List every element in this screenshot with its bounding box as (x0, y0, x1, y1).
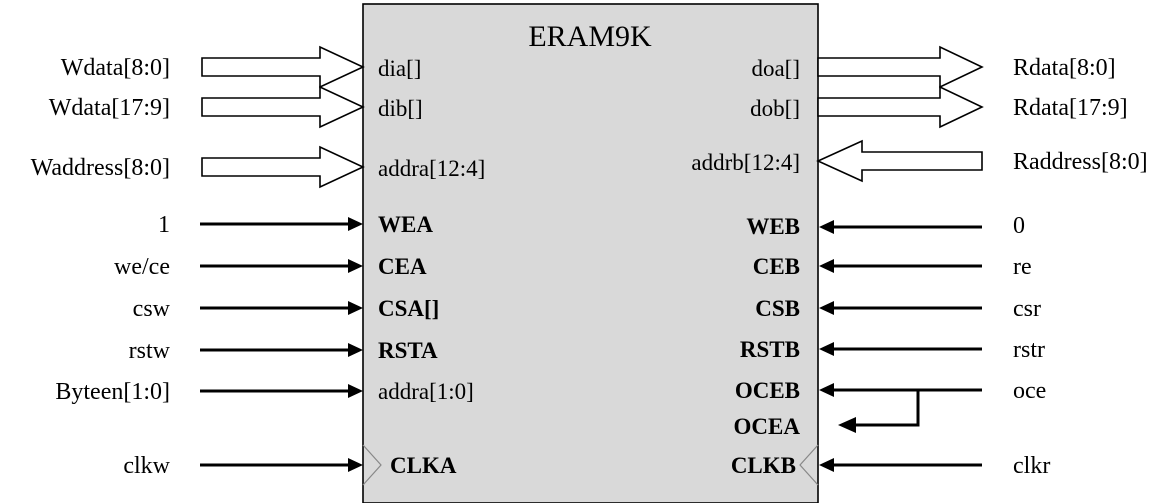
block-title: ERAM9K (528, 20, 652, 53)
port-label-clkb: CLKB (731, 453, 796, 478)
wire-clkb (819, 458, 982, 472)
signal-label-waddress: Waddress[8:0] (31, 155, 170, 181)
wire-csb (819, 301, 982, 315)
port-label-oceb: OCEB (735, 378, 800, 403)
wire-csa (200, 301, 363, 315)
bus-arrow-wdata-17-9 (201, 85, 365, 129)
bus-arrow-wdata-8-0 (201, 45, 365, 89)
wire-byteen (200, 384, 363, 398)
wire-rstb (819, 342, 982, 356)
signal-label-rstr: rstr (1013, 337, 1045, 363)
signal-label-clkw: clkw (123, 453, 170, 479)
signal-label-rdata-17-9: Rdata[17:9] (1013, 95, 1128, 121)
signal-label-re: re (1013, 254, 1032, 280)
wire-ceb (819, 259, 982, 273)
signal-label-oce: oce (1013, 378, 1046, 404)
clka-clock-marker (362, 444, 382, 486)
wire-ocea (838, 390, 920, 433)
signal-label-raddress: Raddress[8:0] (1013, 149, 1148, 175)
wire-web (819, 220, 982, 234)
signal-label-rstw: rstw (129, 338, 171, 364)
port-label-ocea: OCEA (734, 414, 801, 439)
port-label-addrb-12-4: addrb[12:4] (691, 150, 800, 175)
signal-label-byteen: Byteen[1:0] (55, 379, 170, 405)
port-label-wea: WEA (378, 212, 433, 237)
signal-label-wdata-8-0: Wdata[8:0] (61, 55, 170, 81)
port-label-clka: CLKA (390, 453, 457, 478)
signal-label-rdata-8-0: Rdata[8:0] (1013, 55, 1116, 81)
wire-wea (200, 217, 363, 231)
signal-label-clkr: clkr (1013, 453, 1050, 479)
signal-label-web-value: 0 (1013, 213, 1025, 239)
port-label-csa: CSA[] (378, 296, 439, 321)
bus-arrow-rdata-8-0 (817, 45, 984, 89)
signal-label-we-ce: we/ce (114, 254, 170, 280)
port-label-cea: CEA (378, 254, 427, 279)
signal-label-wea-value: 1 (158, 212, 170, 238)
signal-label-csr: csr (1013, 296, 1041, 322)
wire-cea (200, 259, 363, 273)
port-label-doa: doa[] (751, 56, 800, 81)
port-label-dib: dib[] (378, 96, 423, 121)
bus-arrow-raddress (816, 139, 983, 183)
wire-oceb (819, 383, 982, 397)
wire-clka (200, 458, 363, 472)
signal-label-wdata-17-9: Wdata[17:9] (49, 95, 170, 121)
signal-label-csw: csw (133, 296, 171, 322)
port-label-dob: dob[] (750, 96, 800, 121)
port-label-csb: CSB (755, 296, 800, 321)
port-label-addra-12-4: addra[12:4] (378, 156, 485, 181)
port-label-ceb: CEB (753, 254, 800, 279)
port-label-web: WEB (746, 214, 800, 239)
port-label-rstb: RSTB (740, 337, 800, 362)
eram9k-block (362, 3, 819, 503)
bus-arrow-rdata-17-9 (817, 85, 984, 129)
port-label-rsta: RSTA (378, 338, 438, 363)
wire-rsta (200, 343, 363, 357)
bus-arrow-waddress (201, 145, 365, 189)
clkb-clock-marker (799, 444, 819, 486)
port-label-dia: dia[] (378, 56, 421, 81)
port-label-addra-1-0: addra[1:0] (378, 379, 474, 404)
